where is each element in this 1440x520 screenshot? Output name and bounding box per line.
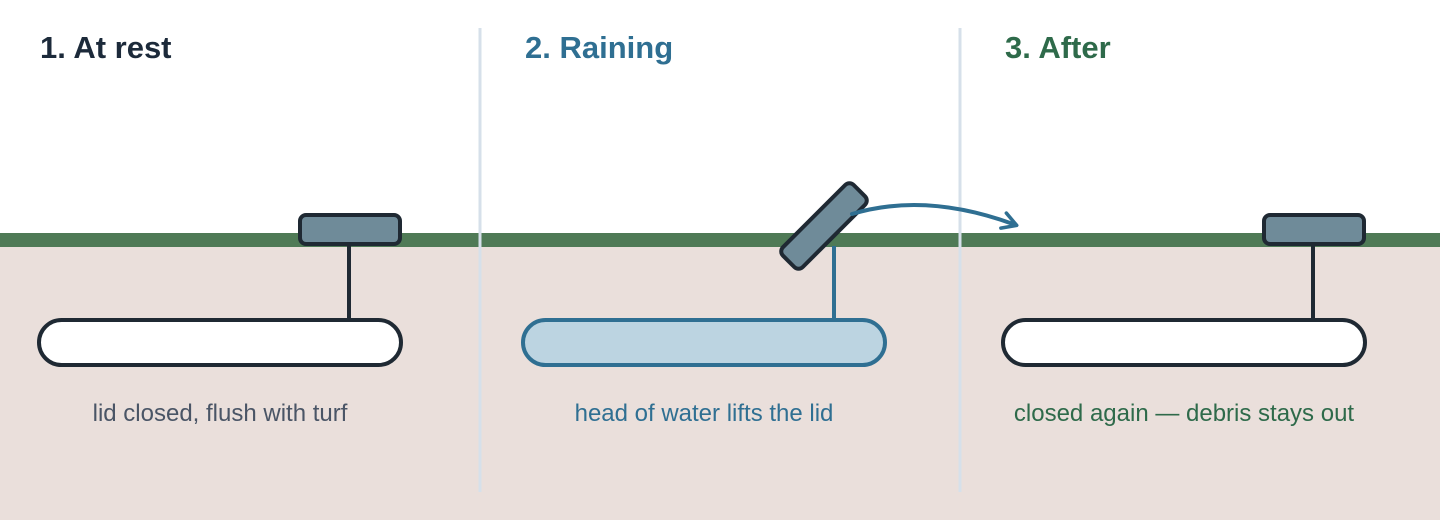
water-flow-arrow [850, 203, 1019, 230]
panel-2-title: 2. Raining [525, 30, 674, 65]
panel-2-drawing [521, 181, 1019, 367]
lid-closed [1262, 213, 1366, 246]
panel-3-caption: closed again — debris stays out [1013, 400, 1355, 427]
lid-closed [298, 213, 402, 246]
drain-pipe [1001, 318, 1367, 367]
lid-lifted [779, 181, 869, 271]
drain-pipe-filled [521, 318, 887, 367]
panel-1-drawing [37, 213, 403, 367]
panel-1-title: 1. At rest [40, 30, 172, 65]
panel-1-caption: lid closed, flush with turf [92, 400, 348, 427]
turf-line [0, 233, 1440, 247]
panel-2-caption: head of water lifts the lid [574, 400, 834, 427]
panel-3-drawing [1001, 213, 1367, 367]
soil-background [0, 246, 1440, 520]
drain-pipe [37, 318, 403, 367]
panel-3-title: 3. After [1005, 30, 1111, 65]
